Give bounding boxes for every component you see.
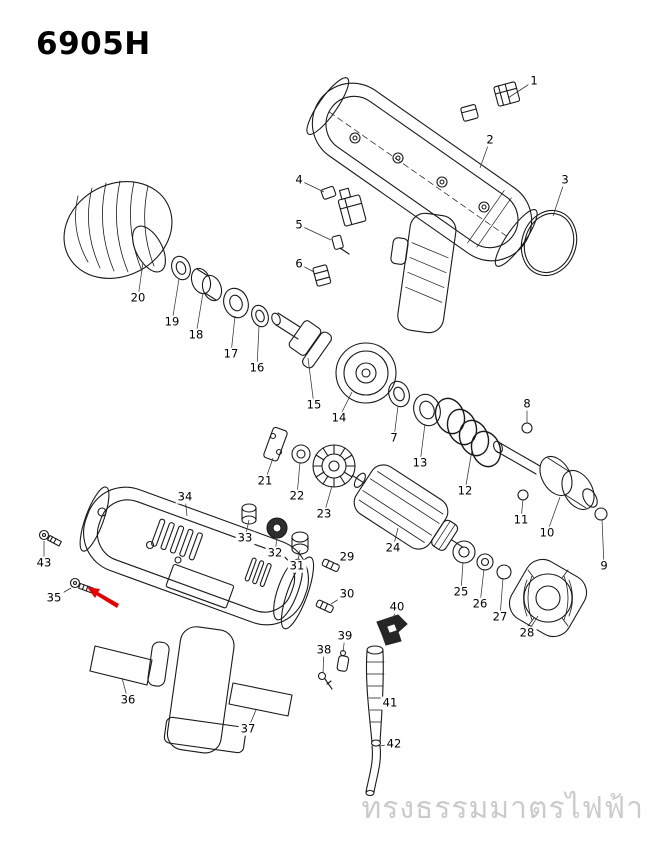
leader-line-12 (464, 449, 473, 492)
ring-17 (223, 287, 249, 319)
housing-grip (166, 626, 235, 754)
plate-21 (263, 426, 288, 462)
label-plate-37 (228, 682, 293, 717)
part-5 (331, 234, 350, 255)
large-o-ring-3 (520, 209, 578, 277)
leader-line-13 (419, 423, 426, 464)
switch-block-1 (460, 81, 521, 122)
screw-30 (315, 599, 334, 613)
part-label-38: 38 (314, 642, 334, 657)
part-label-25: 25 (451, 584, 471, 599)
part-label-13: 13 (410, 455, 430, 470)
screw-43 (38, 529, 62, 547)
model-title: 6905H (36, 26, 151, 62)
washer-19 (171, 255, 191, 281)
bearing-22 (291, 444, 311, 464)
part-label-15: 15 (304, 397, 324, 412)
grip-cap-20 (63, 180, 173, 279)
part-label-30: 30 (337, 586, 357, 601)
part-label-43: 43 (34, 555, 54, 570)
leader-line-19 (171, 278, 180, 323)
part-label-27: 27 (490, 609, 510, 624)
part-label-41: 41 (380, 695, 400, 710)
spindle-10 (493, 440, 598, 511)
part-label-7: 7 (388, 430, 400, 445)
part-label-35: 35 (44, 590, 64, 605)
ring-set-12 (434, 397, 502, 468)
part-label-40: 40 (387, 599, 407, 614)
hook-40 (376, 614, 408, 646)
part-label-11: 11 (511, 512, 531, 527)
bearing-25 (452, 540, 476, 564)
part-label-36: 36 (118, 692, 138, 707)
motor-housing-half (306, 77, 538, 334)
cord-guard-41 (365, 645, 385, 747)
screw-29 (321, 558, 340, 572)
ring-13 (413, 393, 441, 427)
sleeve-33 (241, 503, 257, 525)
part-label-5: 5 (293, 217, 305, 232)
part-label-1: 1 (528, 73, 540, 88)
red-arrow (87, 587, 119, 608)
washer-16 (251, 304, 269, 328)
part-label-37: 37 (238, 721, 258, 736)
sleeve-31 (291, 531, 309, 555)
screw-38 (317, 671, 333, 690)
part-label-33: 33 (235, 530, 255, 545)
part-label-8: 8 (521, 396, 533, 411)
part-label-22: 22 (287, 488, 307, 503)
leader-line-15 (307, 357, 315, 406)
part-label-3: 3 (559, 172, 571, 187)
switch-4 (320, 185, 367, 227)
washer-7 (388, 380, 410, 408)
part-label-12: 12 (455, 483, 475, 498)
part-label-42: 42 (384, 736, 404, 751)
part-label-14: 14 (329, 410, 349, 425)
part-label-20: 20 (128, 290, 148, 305)
part-label-17: 17 (221, 346, 241, 361)
leader-line-17 (230, 315, 236, 355)
washer-26 (476, 553, 494, 571)
part-label-29: 29 (337, 549, 357, 564)
housing-handle (397, 212, 457, 334)
part-label-18: 18 (186, 327, 206, 342)
leader-line-18 (195, 292, 204, 336)
trigger (147, 641, 170, 687)
nameplate-36 (89, 645, 153, 686)
cord-42 (365, 745, 381, 797)
leader-line-16 (256, 325, 260, 369)
leader-line-9 (601, 518, 605, 567)
part-label-19: 19 (162, 314, 182, 329)
part-label-32: 32 (265, 545, 285, 560)
part-label-4: 4 (293, 172, 305, 187)
part-label-21: 21 (255, 473, 275, 488)
anvil-15 (271, 312, 332, 369)
part-label-34: 34 (175, 489, 195, 504)
part-label-2: 2 (484, 132, 496, 147)
ball-9 (594, 507, 608, 521)
part-label-9: 9 (598, 558, 610, 573)
part-label-16: 16 (247, 360, 267, 375)
part-label-26: 26 (470, 596, 490, 611)
leader-line-27 (499, 577, 504, 618)
main-housing-34 (79, 486, 315, 754)
base-foot (163, 716, 247, 754)
part-label-6: 6 (293, 256, 305, 271)
part-label-24: 24 (383, 540, 403, 555)
part-label-10: 10 (537, 525, 557, 540)
hammer-14 (335, 342, 397, 404)
part-6 (312, 264, 332, 287)
part-label-23: 23 (314, 506, 334, 521)
watermark-text: ทรงธรรมมาตรไฟฟ้า (361, 791, 644, 826)
part-label-39: 39 (335, 628, 355, 643)
ring-27 (496, 564, 512, 580)
fan-23 (312, 444, 356, 488)
sleeve-18 (190, 267, 223, 302)
part-label-28: 28 (517, 625, 537, 640)
part-label-31: 31 (287, 558, 307, 573)
